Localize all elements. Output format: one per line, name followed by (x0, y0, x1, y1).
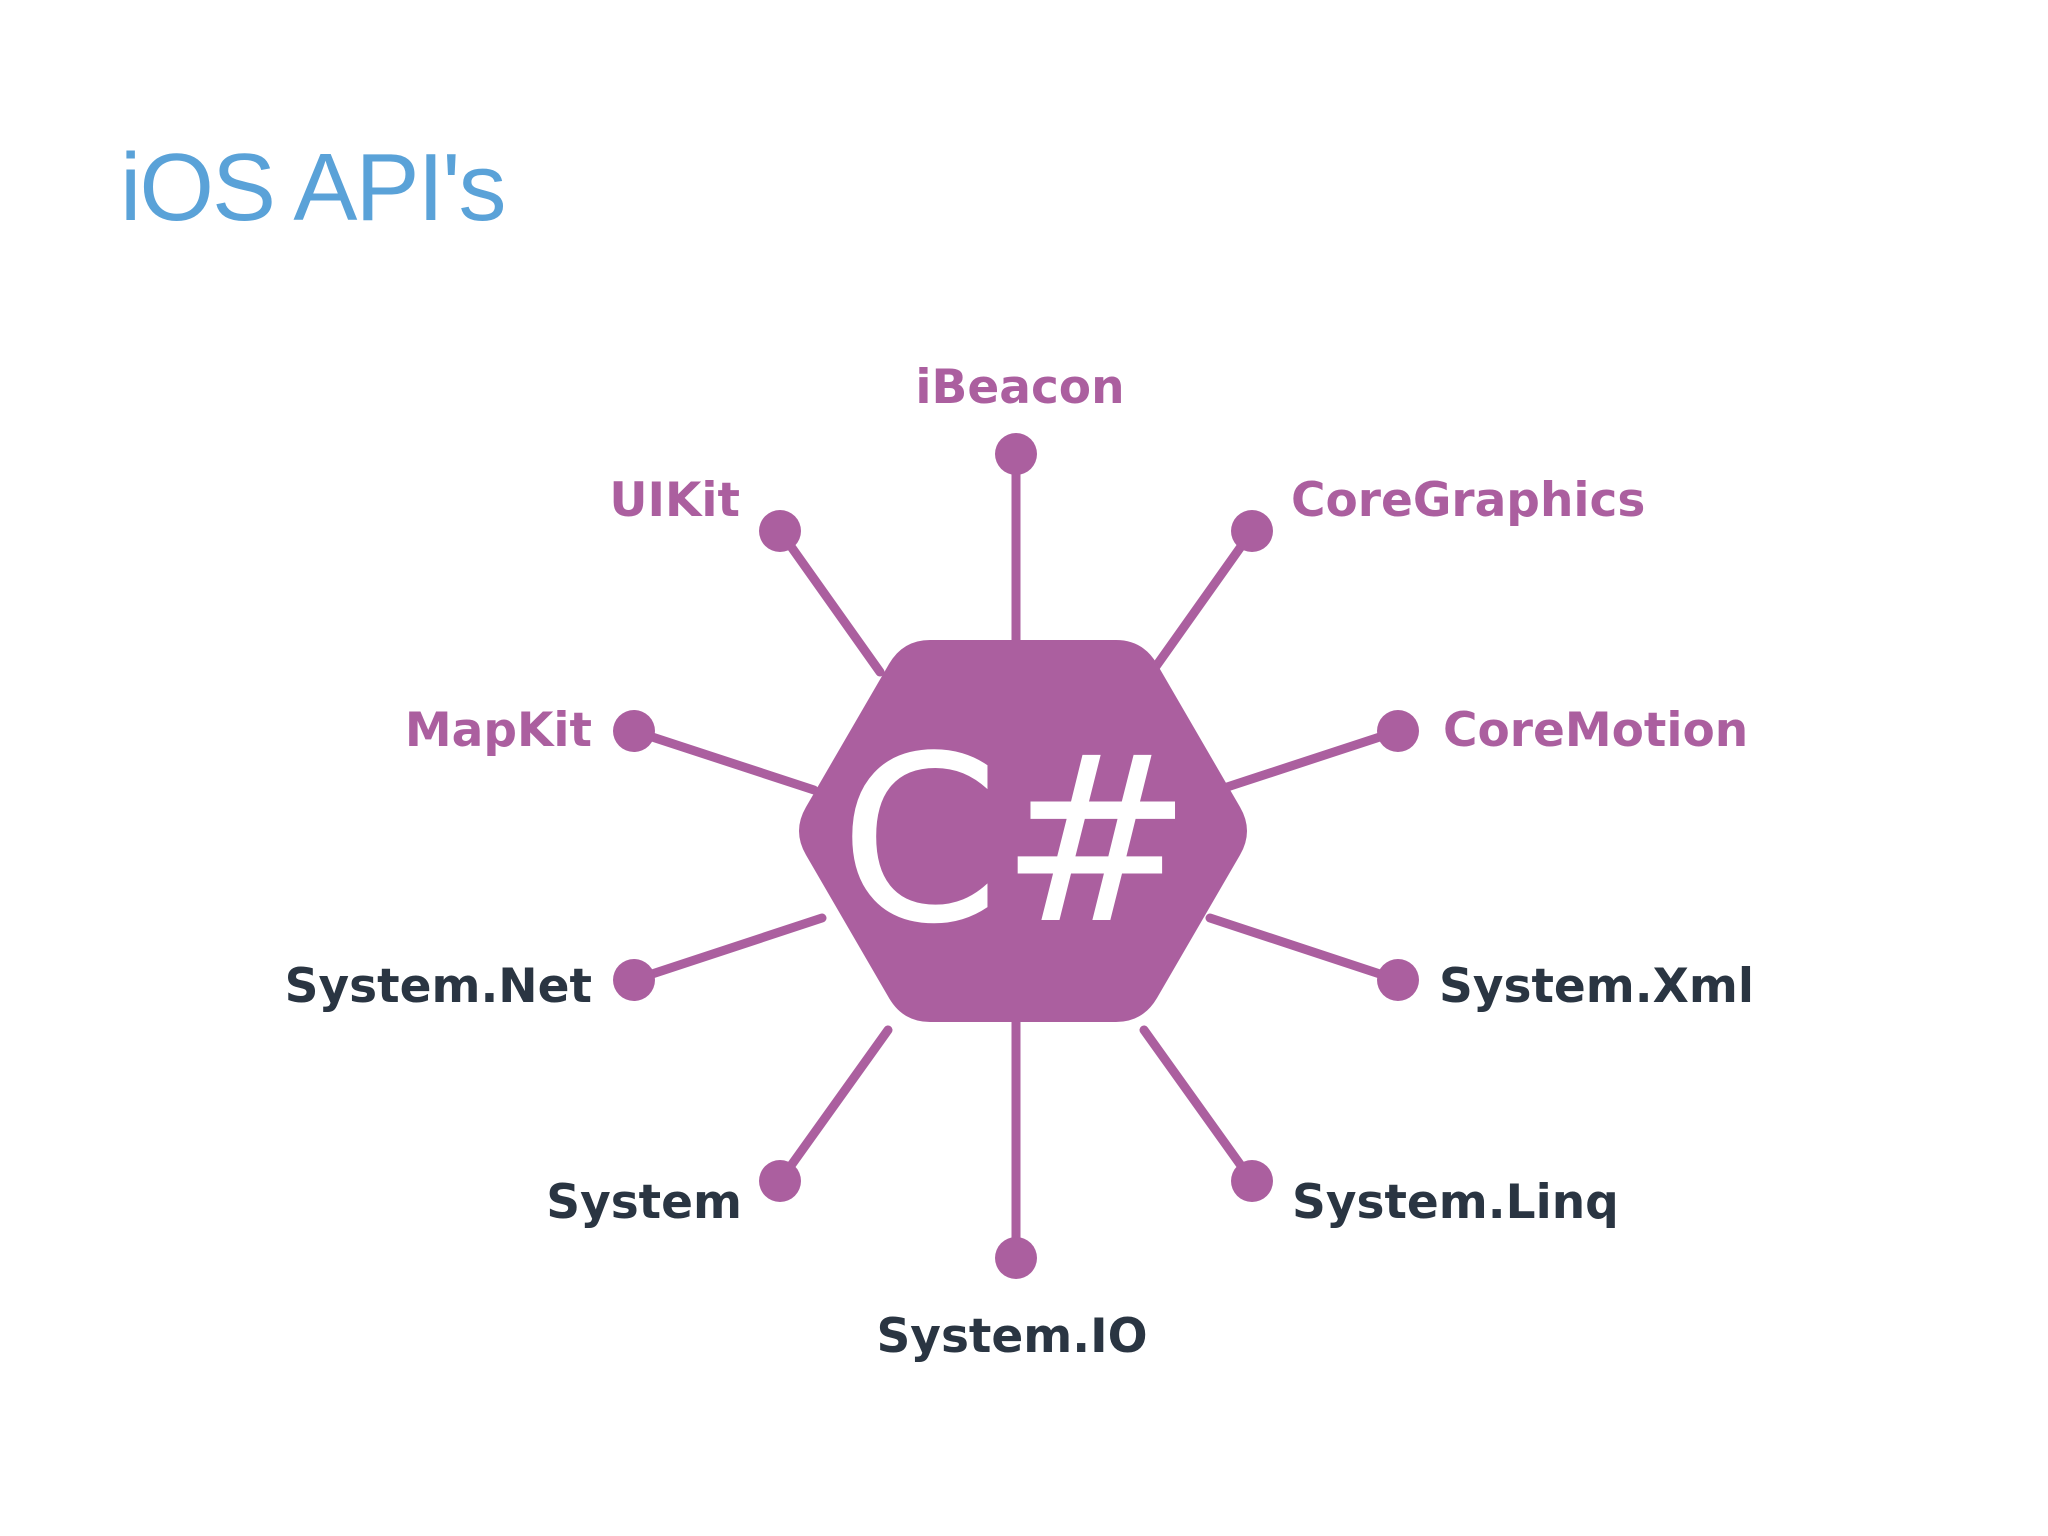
endpoint-dot-system-net (613, 959, 655, 1001)
label-system: System (546, 1175, 742, 1230)
connector-system (775, 1025, 893, 1186)
label-coremotion: CoreMotion (1443, 703, 1748, 758)
slide-title: iOS API's (120, 134, 506, 241)
connector-coremotion (1213, 726, 1403, 795)
label-system-linq: System.Linq (1292, 1175, 1619, 1230)
endpoint-dot-ibeacon (995, 433, 1037, 475)
label-system-io: System.IO (876, 1309, 1147, 1364)
endpoint-dot-system (759, 1160, 801, 1202)
connector-coregraphics (1147, 526, 1257, 677)
label-coregraphics: CoreGraphics (1291, 473, 1645, 528)
endpoint-dots (613, 433, 1419, 1279)
endpoint-dot-mapkit (613, 710, 655, 752)
connector-system-linq (1139, 1025, 1257, 1186)
endpoint-dot-coregraphics (1231, 510, 1273, 552)
endpoint-dot-coremotion (1377, 710, 1419, 752)
endpoint-dot-system-xml (1377, 959, 1419, 1001)
connector-system-xml (1205, 913, 1403, 985)
label-uikit: UIKit (609, 473, 740, 528)
endpoint-dot-system-io (995, 1237, 1037, 1279)
endpoint-dot-system-linq (1231, 1160, 1273, 1202)
endpoint-dot-uikit (759, 510, 801, 552)
connector-system-net (629, 913, 827, 985)
label-system-net: System.Net (285, 959, 592, 1014)
connectors (629, 449, 1403, 1263)
label-system-xml: System.Xml (1439, 959, 1754, 1014)
csharp-label: C# (839, 708, 1192, 975)
connector-mapkit (629, 726, 819, 795)
connector-uikit (775, 526, 885, 677)
label-ibeacon: iBeacon (915, 360, 1124, 415)
label-mapkit: MapKit (405, 703, 592, 758)
csharp-hexagon (799, 640, 1247, 1022)
